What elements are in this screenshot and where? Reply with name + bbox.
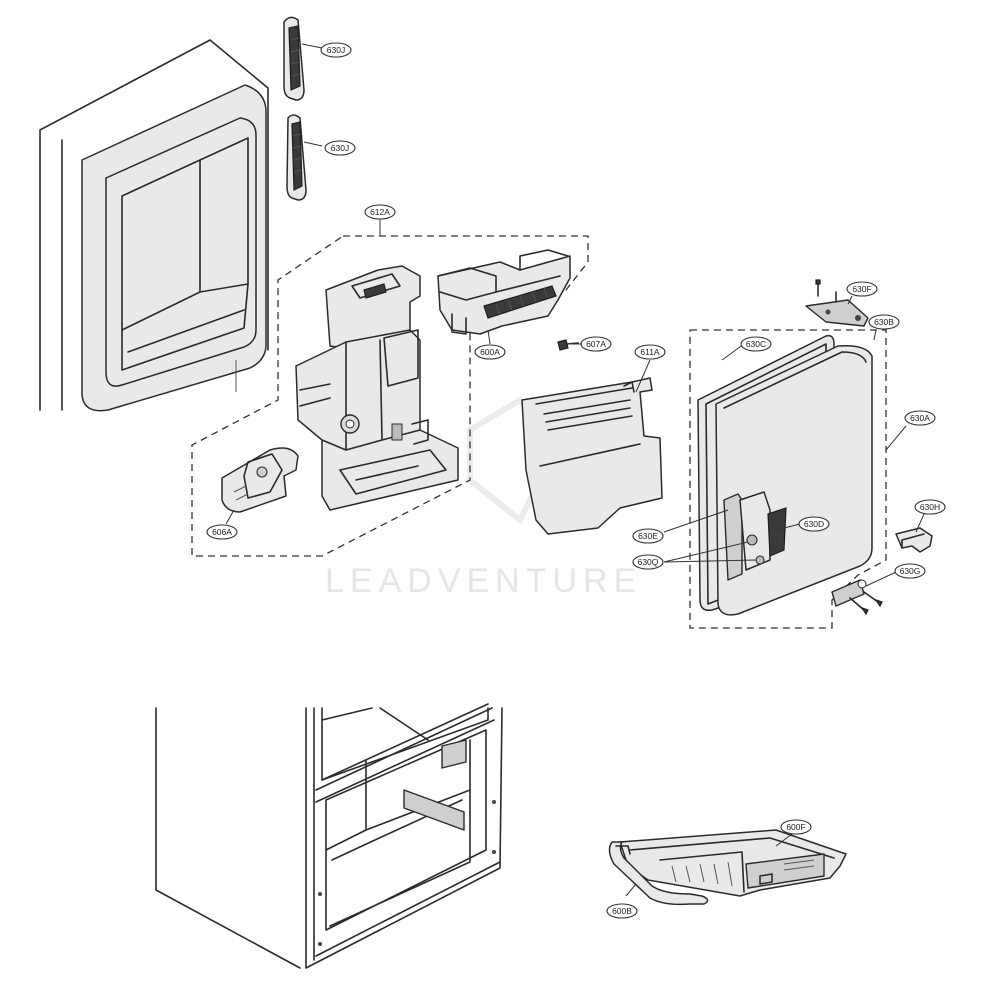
label-630d-text: 630D xyxy=(804,519,824,529)
cap-630h xyxy=(895,527,933,553)
label-607a: 607A xyxy=(580,336,612,352)
label-630b: 630B xyxy=(868,314,900,330)
label-607a-text: 607A xyxy=(586,339,606,349)
ice-door-630a xyxy=(697,334,873,616)
label-606a: 606A xyxy=(206,524,238,540)
label-630q: 630Q xyxy=(632,554,664,570)
label-606a-text: 606A xyxy=(212,527,232,537)
label-630j-top: 630J xyxy=(320,42,352,58)
hinge-plate-630f xyxy=(805,279,869,327)
label-612a: 612A xyxy=(364,204,396,220)
label-600f-text: 600F xyxy=(786,822,805,832)
label-600f: 600F xyxy=(780,819,812,835)
leader-lines xyxy=(225,43,925,897)
label-630q-text: 630Q xyxy=(638,557,659,567)
refrigerator-door-panel xyxy=(39,39,269,412)
label-630g: 630G xyxy=(894,563,926,579)
refrigerator-cabinet xyxy=(155,703,503,969)
label-630c: 630C xyxy=(740,336,772,352)
icemaker-600a xyxy=(437,249,571,335)
label-630e-text: 630E xyxy=(638,531,658,541)
bracket-606a xyxy=(221,447,299,513)
bracket-630g xyxy=(831,579,883,616)
label-630g-text: 630G xyxy=(900,566,921,576)
label-612a-text: 612A xyxy=(370,207,390,217)
label-630j-mid-text: 630J xyxy=(331,143,349,153)
label-630j-top-text: 630J xyxy=(327,45,345,55)
label-630f-top-text: 630F xyxy=(852,284,871,294)
cover-611a xyxy=(521,377,663,535)
handle-600b xyxy=(608,841,709,906)
label-611a-text: 611A xyxy=(640,347,660,357)
label-611a: 611A xyxy=(634,344,666,360)
icemaker-housing xyxy=(295,265,459,511)
label-600b-text: 600B xyxy=(612,906,632,916)
label-630b-text: 630B xyxy=(874,317,894,327)
cartridge-630j-top xyxy=(283,16,305,101)
assembly-630a-outline xyxy=(689,329,887,629)
label-630c-text: 630C xyxy=(746,339,766,349)
label-600b: 600B xyxy=(606,903,638,919)
label-630h-text: 630H xyxy=(920,502,940,512)
label-630f-top: 630F xyxy=(846,281,878,297)
ice-tray-600f xyxy=(619,829,847,897)
watermark-text: LEADVENTURE xyxy=(325,562,642,600)
label-630e: 630E xyxy=(632,528,664,544)
label-630a-text: 630A xyxy=(910,413,930,423)
label-600a-text: 600A xyxy=(480,347,500,357)
assembly-612a-outline xyxy=(191,235,589,557)
label-630j-mid: 630J xyxy=(324,140,356,156)
screw-607a xyxy=(557,339,579,351)
label-630d: 630D xyxy=(798,516,830,532)
label-630h: 630H xyxy=(914,499,946,515)
label-630a: 630A xyxy=(904,410,936,426)
label-600a: 600A xyxy=(474,344,506,360)
cartridge-630j-mid xyxy=(286,114,307,201)
